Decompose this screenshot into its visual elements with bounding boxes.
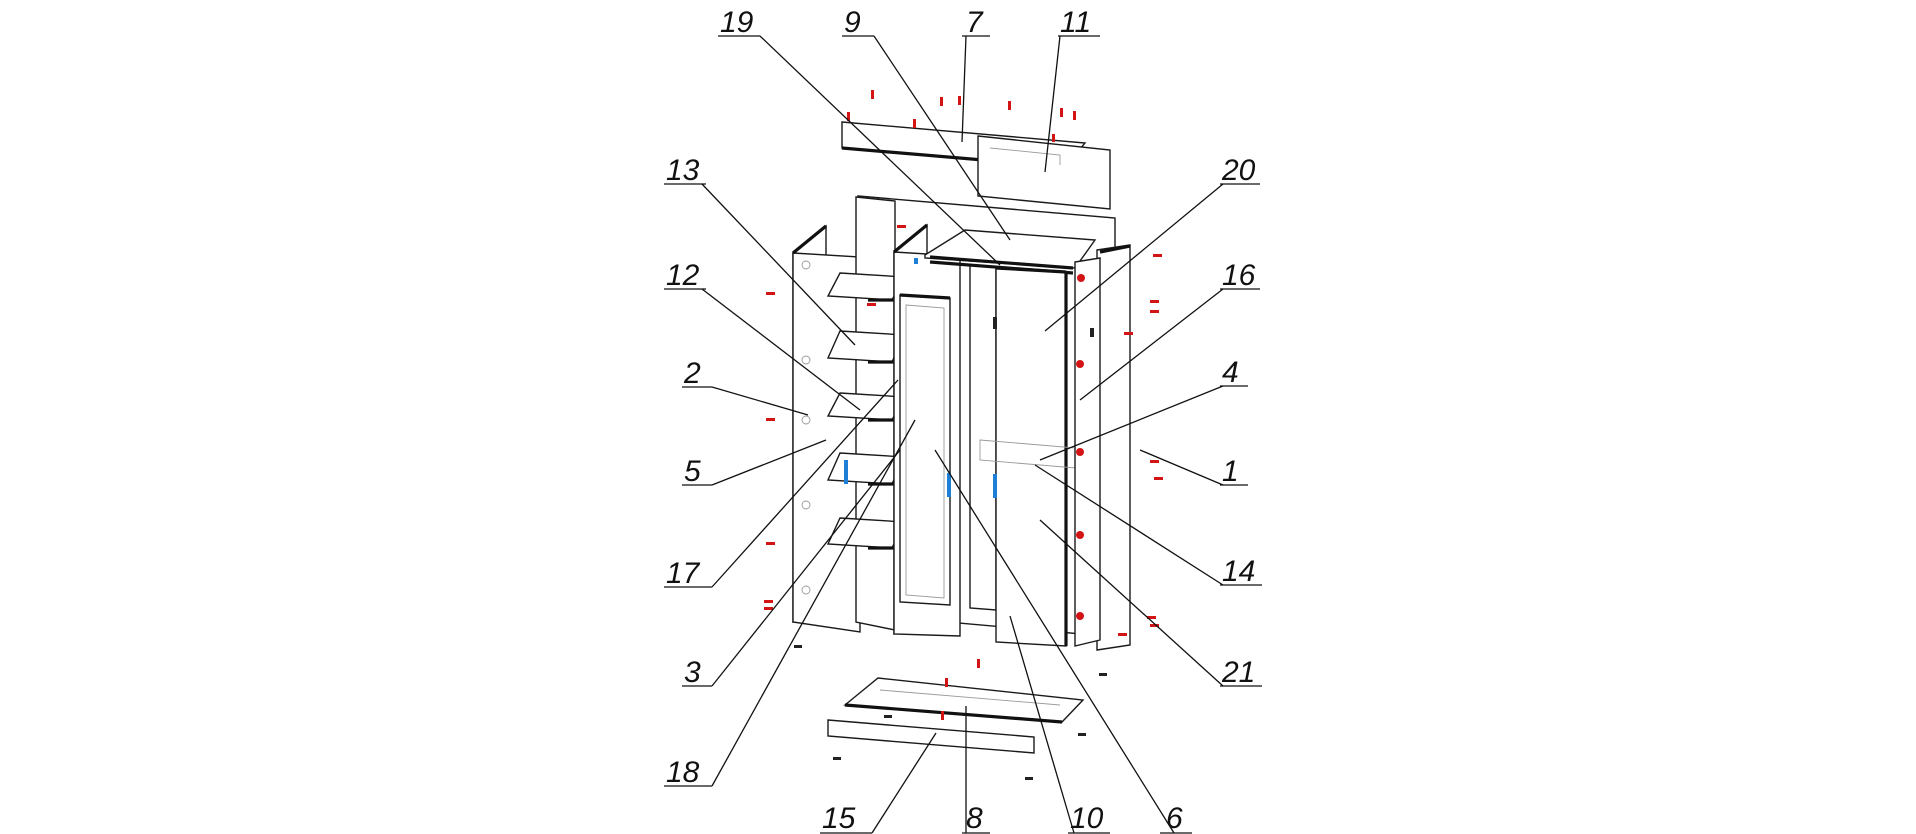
center-divider bbox=[969, 264, 997, 611]
svg-text:2: 2 bbox=[683, 357, 701, 390]
svg-text:14: 14 bbox=[1222, 555, 1255, 588]
callout-2: 2 bbox=[682, 357, 712, 390]
callout-5: 5 bbox=[682, 455, 712, 488]
back-top-panel bbox=[977, 135, 1111, 210]
callout-8: 8 bbox=[962, 802, 990, 834]
mirror-door bbox=[899, 293, 951, 606]
callout-7: 7 bbox=[962, 6, 990, 39]
svg-text:20: 20 bbox=[1221, 154, 1256, 187]
callout-17: 17 bbox=[664, 557, 712, 590]
svg-text:4: 4 bbox=[1222, 356, 1239, 389]
svg-text:18: 18 bbox=[666, 756, 700, 789]
svg-text:9: 9 bbox=[844, 6, 861, 39]
bottom-panel bbox=[843, 677, 1085, 724]
svg-text:17: 17 bbox=[666, 557, 701, 590]
callout-12: 12 bbox=[664, 259, 706, 292]
svg-text:13: 13 bbox=[666, 154, 700, 187]
plinth-panel bbox=[827, 719, 1035, 754]
callout-14: 14 bbox=[1220, 555, 1262, 588]
svg-text:21: 21 bbox=[1221, 656, 1255, 689]
right-side-panel bbox=[1074, 244, 1131, 651]
svg-text:3: 3 bbox=[684, 656, 701, 689]
connectors-black bbox=[794, 317, 1107, 780]
svg-text:10: 10 bbox=[1070, 802, 1104, 834]
svg-text:1: 1 bbox=[1222, 455, 1239, 488]
svg-text:8: 8 bbox=[966, 802, 983, 834]
callout-16: 16 bbox=[1220, 259, 1260, 292]
svg-text:11: 11 bbox=[1060, 6, 1091, 39]
callout-19: 19 bbox=[718, 6, 760, 39]
callout-18: 18 bbox=[664, 756, 712, 789]
callout-15: 15 bbox=[820, 802, 872, 834]
callout-9: 9 bbox=[842, 6, 874, 39]
leader-lines bbox=[701, 35, 1224, 834]
svg-text:5: 5 bbox=[684, 455, 701, 488]
svg-text:15: 15 bbox=[822, 802, 856, 834]
callout-6: 6 bbox=[1160, 802, 1192, 834]
fasteners-red bbox=[764, 90, 1163, 720]
callout-13: 13 bbox=[664, 154, 706, 187]
callout-20: 20 bbox=[1220, 154, 1260, 187]
right-door bbox=[995, 266, 1068, 647]
callout-11: 11 bbox=[1058, 6, 1100, 39]
svg-text:19: 19 bbox=[720, 6, 754, 39]
callout-10: 10 bbox=[1068, 802, 1110, 834]
callouts: 19 9 7 11 13 20 12 16 bbox=[664, 6, 1262, 834]
callout-1: 1 bbox=[1220, 455, 1248, 488]
callout-4: 4 bbox=[1220, 356, 1248, 389]
callout-3: 3 bbox=[682, 656, 712, 689]
svg-text:16: 16 bbox=[1222, 259, 1256, 292]
svg-text:6: 6 bbox=[1166, 802, 1183, 834]
door-handles bbox=[844, 258, 997, 498]
callout-21: 21 bbox=[1220, 656, 1262, 689]
svg-text:12: 12 bbox=[666, 259, 700, 292]
svg-text:7: 7 bbox=[966, 6, 984, 39]
